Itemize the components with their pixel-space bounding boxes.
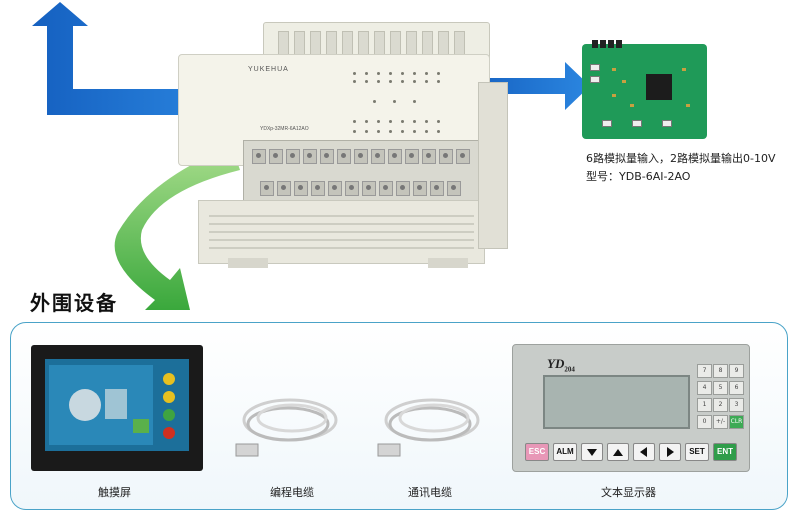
plc-foot xyxy=(228,258,268,268)
plc-terminal-block xyxy=(243,140,485,208)
keypad-key: +/- xyxy=(713,415,728,429)
plc-brand: YUKEHUA xyxy=(248,66,289,73)
keypad-key: 8 xyxy=(713,364,728,378)
arrow-down-key xyxy=(581,443,603,461)
keypad-key: 3 xyxy=(729,398,744,412)
esc-key: ESC xyxy=(525,443,549,461)
plc-side-panel xyxy=(478,82,508,249)
keypad-key-clr: CLR xyxy=(729,415,744,429)
mcu-chip xyxy=(646,74,672,100)
section-title: 外围设备 xyxy=(30,291,118,315)
module-spec-line1: 6路模拟量输入，2路模拟量输出0-10V xyxy=(586,152,776,165)
arrow-up-icon xyxy=(613,449,623,456)
touch-screen-device xyxy=(31,345,203,471)
arrow-right-icon xyxy=(667,447,674,457)
arrow-right-key xyxy=(659,443,681,461)
text-display-logo: YD204 xyxy=(547,356,575,374)
arrow-up-key xyxy=(607,443,629,461)
arrow-left-icon xyxy=(640,447,647,457)
communication-cable-image xyxy=(377,398,480,457)
arrow-down-icon xyxy=(587,449,597,456)
plc-base xyxy=(198,200,485,264)
arrow-left-key xyxy=(633,443,655,461)
lcd-screen xyxy=(543,375,690,429)
analog-module-board xyxy=(582,40,707,139)
set-key: SET xyxy=(685,443,709,461)
keypad-key: 6 xyxy=(729,381,744,395)
keypad-key: 1 xyxy=(697,398,712,412)
plc-device: YUKEHUA YDXp-32MR-6A12AO xyxy=(178,22,508,270)
arrow-to-peripherals xyxy=(114,146,240,310)
caption-text-display: 文本显示器 xyxy=(601,486,656,499)
keypad-key: 9 xyxy=(729,364,744,378)
caption-communication-cable: 通讯电缆 xyxy=(408,486,452,499)
keypad-key: 2 xyxy=(713,398,728,412)
ent-key: ENT xyxy=(713,443,737,461)
plc-model: YDXp-32MR-6A12AO xyxy=(260,126,309,132)
keypad-key: 4 xyxy=(697,381,712,395)
keypad-key: 5 xyxy=(713,381,728,395)
touch-screen-display xyxy=(45,359,189,451)
plc-led-indicators xyxy=(343,68,453,148)
caption-touch-screen: 触摸屏 xyxy=(98,486,131,499)
plc-foot xyxy=(428,258,468,268)
caption-programming-cable: 编程电缆 xyxy=(270,486,314,499)
text-display-device: YD204 7 8 9 4 5 6 1 2 3 0 +/- CLR ESC AL… xyxy=(512,344,750,472)
module-spec-line2: 型号：YDB-6AI-2AO xyxy=(586,170,691,183)
programming-cable-image xyxy=(235,398,338,457)
alm-key: ALM xyxy=(553,443,577,461)
keypad-key: 0 xyxy=(697,415,712,429)
keypad-key: 7 xyxy=(697,364,712,378)
